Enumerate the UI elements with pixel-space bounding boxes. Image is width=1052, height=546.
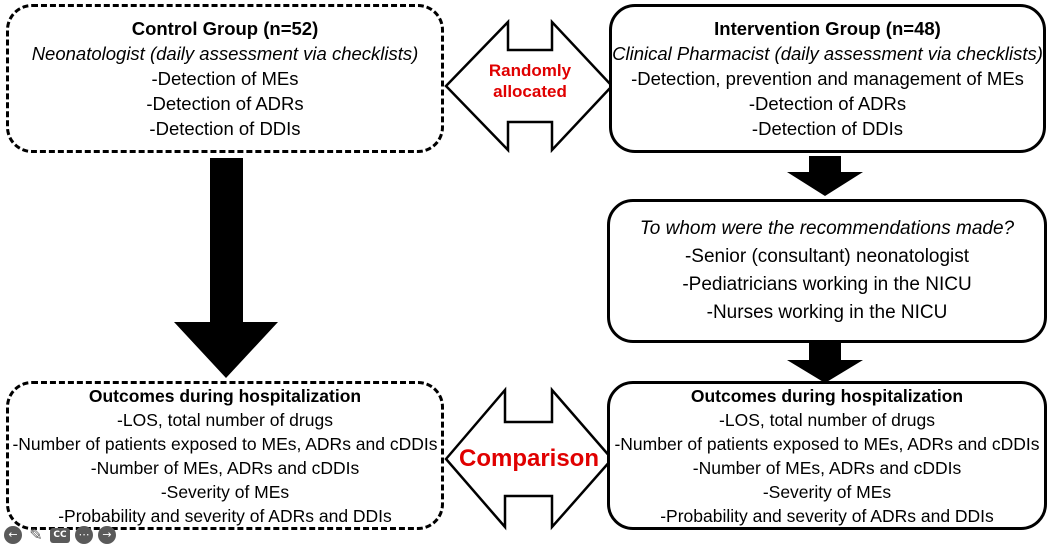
control-outcomes-item: -Probability and severity of ADRs and DD… — [58, 505, 392, 526]
pen-icon[interactable]: ✎ — [29, 525, 43, 544]
control-group-item: -Detection of ADRs — [146, 93, 304, 114]
control-group-box: Control Group (n=52) Neonatologist (dail… — [6, 4, 444, 153]
control-outcomes-item: -LOS, total number of drugs — [117, 409, 333, 430]
recommendations-box: To whom were the recommendations made? -… — [607, 199, 1047, 343]
recommendations-item: -Nurses working in the NICU — [706, 302, 948, 323]
intervention-group-title: Intervention Group (n=48) — [714, 18, 941, 39]
intervention-group-item: -Detection, prevention and management of… — [631, 68, 1024, 89]
intervention-down-arrow — [787, 156, 863, 196]
control-outcomes-item: -Number of patients exposed to MEs, ADRs… — [12, 433, 438, 454]
intervention-outcomes-item: -Severity of MEs — [762, 481, 892, 502]
intervention-outcomes-title: Outcomes during hospitalization — [690, 385, 964, 406]
cc-icon[interactable]: CC — [50, 527, 70, 543]
control-group-title: Control Group (n=52) — [131, 18, 319, 39]
back-icon[interactable]: ← — [4, 526, 22, 544]
randomly-allocated-line1: Randomly — [488, 61, 572, 80]
control-down-arrow — [174, 158, 278, 378]
intervention-group-item: -Detection of ADRs — [748, 93, 907, 114]
control-outcomes-item: -Number of MEs, ADRs and cDDIs — [90, 457, 360, 478]
control-outcomes-box: Outcomes during hospitalization -LOS, to… — [6, 381, 444, 530]
control-group-item: -Detection of MEs — [151, 68, 299, 89]
control-outcomes-title: Outcomes during hospitalization — [88, 385, 362, 406]
intervention-outcomes-box: Outcomes during hospitalization -LOS, to… — [607, 381, 1047, 530]
recommendations-question: To whom were the recommendations made? — [639, 218, 1015, 239]
recommendations-down-arrow — [787, 342, 863, 383]
randomly-allocated-label: Randomly allocated — [480, 60, 580, 102]
intervention-outcomes-item: -Number of patients exposed to MEs, ADRs… — [614, 433, 1040, 454]
player-controls: ← ✎ CC ⋯ → — [4, 526, 116, 544]
randomly-allocated-line2: allocated — [493, 82, 567, 101]
recommendations-item: -Senior (consultant) neonatologist — [684, 246, 970, 267]
intervention-outcomes-item: -Probability and severity of ADRs and DD… — [660, 505, 994, 526]
intervention-group-item: -Detection of DDIs — [751, 118, 904, 139]
comparison-label: Comparison — [458, 445, 599, 472]
control-group-item: -Detection of DDIs — [149, 118, 301, 139]
intervention-group-subtitle: Clinical Pharmacist (daily assessment vi… — [612, 43, 1043, 64]
intervention-outcomes-item: -Number of MEs, ADRs and cDDIs — [692, 457, 962, 478]
intervention-group-box: Intervention Group (n=48) Clinical Pharm… — [609, 4, 1046, 153]
recommendations-item: -Pediatricians working in the NICU — [682, 274, 972, 295]
control-outcomes-item: -Severity of MEs — [160, 481, 290, 502]
intervention-outcomes-item: -LOS, total number of drugs — [719, 409, 935, 430]
control-group-subtitle: Neonatologist (daily assessment via chec… — [31, 43, 419, 64]
more-icon[interactable]: ⋯ — [75, 526, 93, 544]
forward-icon[interactable]: → — [98, 526, 116, 544]
